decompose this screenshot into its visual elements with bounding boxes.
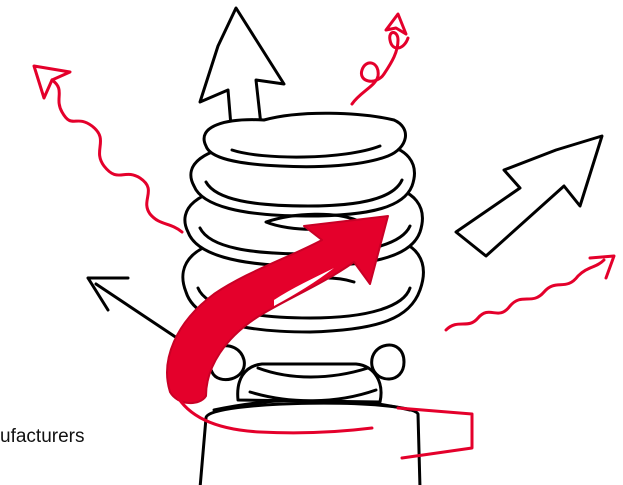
outline-arrow-up-right-icon [456,136,602,256]
wavy-arrow-top-left-icon [34,66,182,232]
caption-text: ufacturers [0,427,84,446]
thin-arrow-left-icon [88,278,180,340]
curly-arrow-top-icon [352,14,408,104]
wavy-arrow-right-icon [446,256,614,330]
